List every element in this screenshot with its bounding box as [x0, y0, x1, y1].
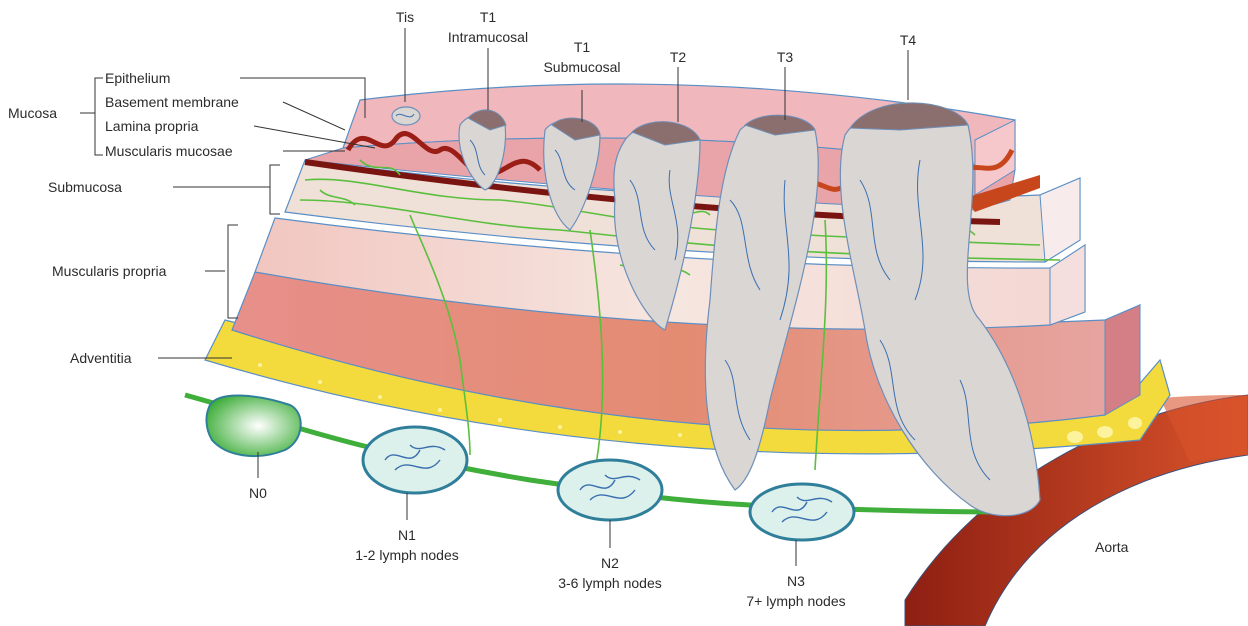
label-n2-desc: 3-6 lymph nodes — [558, 575, 662, 591]
label-n3-stage: N3 — [787, 573, 805, 589]
label-mucosa: Mucosa — [8, 105, 57, 121]
label-t1-intramucosal-desc: Intramucosal — [448, 29, 528, 45]
lymph-node-n0 — [206, 396, 300, 457]
label-epithelium: Epithelium — [105, 70, 170, 86]
label-lamina-propria: Lamina propria — [105, 118, 199, 134]
label-tis: Tis — [396, 9, 414, 25]
label-n1-stage: N1 — [398, 527, 416, 543]
label-t1-intramucosal-stage: T1 — [480, 9, 497, 25]
t-stage-labels: Tis T1 Intramucosal T1 Submucosal T2 T3 … — [396, 9, 916, 75]
label-t1-submucosal-stage: T1 — [574, 39, 591, 55]
label-submucosa: Submucosa — [48, 179, 122, 195]
label-adventitia: Adventitia — [70, 350, 132, 366]
tumor-tis — [392, 107, 420, 125]
label-muscularis-mucosae: Muscularis mucosae — [105, 143, 233, 159]
label-t3: T3 — [777, 49, 794, 65]
label-n3-desc: 7+ lymph nodes — [746, 593, 845, 609]
label-t1-submucosal-desc: Submucosal — [543, 59, 620, 75]
label-aorta: Aorta — [1095, 539, 1129, 555]
label-basement-membrane: Basement membrane — [105, 94, 239, 110]
label-n2-stage: N2 — [601, 555, 619, 571]
label-n1-desc: 1-2 lymph nodes — [355, 547, 459, 563]
label-muscularis-propria: Muscularis propria — [52, 263, 167, 279]
label-t2: T2 — [670, 49, 687, 65]
lymph-node-n2 — [558, 460, 662, 520]
label-t4: T4 — [900, 32, 917, 48]
label-n0: N0 — [249, 485, 267, 501]
layer-labels: Mucosa Epithelium Basement membrane Lami… — [8, 70, 239, 366]
lymph-node-n3 — [750, 484, 854, 540]
lymph-node-n1 — [363, 427, 467, 493]
